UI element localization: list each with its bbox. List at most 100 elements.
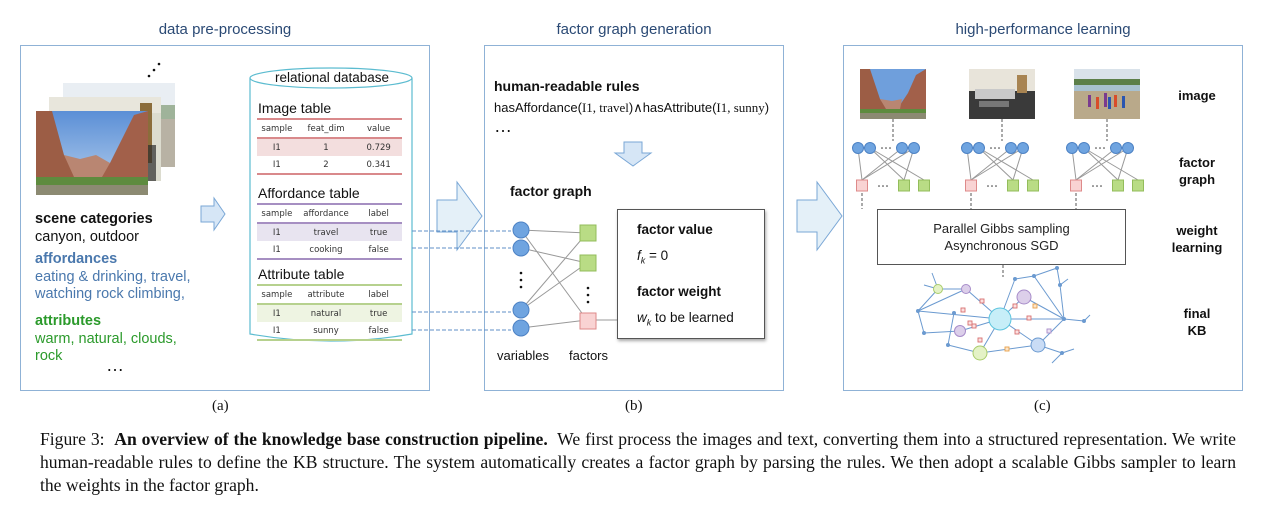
cell: cooking (309, 244, 343, 255)
table-row: I1 travel true (257, 224, 402, 241)
gibbs-sampling-box: Parallel Gibbs sampling Asynchronous SGD (877, 209, 1126, 265)
thumbnail-studio (969, 69, 1035, 119)
cell: false (368, 325, 389, 336)
rule-func-2: )∧hasAttribute( (628, 100, 717, 115)
mini-variable-node (973, 142, 985, 154)
factor-value-heading: factor value (637, 222, 713, 237)
ellipsis-dot (1095, 147, 1097, 149)
mini-factor-red (1070, 179, 1082, 192)
ellipsis: … (106, 355, 124, 375)
sub-k: k (640, 255, 646, 266)
rule-func-1: hasAffordance( (494, 100, 582, 115)
ellipsis-dot (991, 185, 993, 187)
cell: I1 (272, 227, 281, 238)
factor-node-green (579, 254, 597, 272)
subfigure-label-a: (a) (212, 398, 229, 414)
kb-node-blue (1030, 337, 1046, 353)
arrow-right-large-icon (796, 180, 843, 252)
factor-node-green (579, 224, 597, 242)
ellipsis-dot (885, 147, 887, 149)
ellipsis-dot (878, 185, 880, 187)
eq-text: = 0 (645, 248, 669, 263)
factor-graph-heading: factor graph (510, 183, 592, 199)
dashed-connectors (861, 119, 1108, 209)
factor-weight-expr: wk to be learned (637, 310, 734, 328)
ellipsis-dot (1092, 185, 1094, 187)
label-line: factor (1178, 155, 1216, 170)
cell: sunny (313, 325, 339, 336)
table-header-row: sample feat_dim value (257, 120, 402, 137)
rule-func-3: ) (764, 100, 770, 115)
mini-edge (861, 147, 915, 181)
row-label-weight-learning: weight learning (1162, 222, 1232, 256)
kb-node-purple (961, 284, 971, 294)
mini-variable-node (1078, 142, 1090, 154)
rules-ellipsis: … (494, 116, 512, 136)
mini-factor-green (1027, 179, 1039, 192)
cell: natural (310, 308, 342, 319)
cell: 2 (323, 159, 329, 170)
scene-categories-text: canyon, outdoor (35, 229, 139, 245)
ellipsis-dot (994, 147, 996, 149)
label-line: KB (1187, 323, 1207, 338)
header-cell: feat_dim (307, 123, 345, 134)
rule-text: hasAffordance(I1, travel)∧hasAttribute(I… (494, 100, 769, 116)
image-table: sample feat_dim value I1 1 0.729 I1 2 0.… (257, 118, 402, 175)
photo-front-canyon (36, 111, 148, 195)
ellipsis-dot (998, 147, 1000, 149)
variable-ellipsis (519, 271, 523, 289)
kb-node-cyan (988, 307, 1012, 331)
mini-edge (1075, 147, 1117, 181)
gibbs-line-1: Parallel Gibbs sampling (933, 221, 1070, 236)
mini-factor-green (1007, 179, 1019, 192)
attributes-text-2: rock (35, 348, 63, 364)
kb-node-purple (954, 325, 966, 337)
cell: true (369, 227, 388, 238)
variable-node (512, 301, 530, 319)
cell: I1 (272, 325, 281, 336)
thumbnail-canyon (860, 69, 926, 119)
arrow-down-icon (613, 141, 653, 167)
ellipsis-dot (1103, 147, 1105, 149)
image-stack (36, 62, 175, 195)
ellipsis-dot (987, 185, 989, 187)
var-w: w (637, 310, 647, 325)
kb-node-green (972, 345, 988, 361)
mini-factor-graph-instance (1066, 142, 1144, 192)
variable-node (512, 239, 530, 257)
subfigure-label-b: (b) (625, 398, 643, 414)
arrow-right-icon (200, 196, 226, 232)
row-label-image: image (1178, 88, 1216, 103)
mini-variable-node (1110, 142, 1122, 154)
factor-node-red (579, 312, 597, 330)
label-line: learning (1171, 240, 1223, 255)
rule-args-2: I1, sunny (716, 100, 765, 115)
cell: false (368, 244, 389, 255)
rules-heading: human-readable rules (494, 78, 640, 94)
cell: I1 (272, 159, 281, 170)
caption-body: We first process the images and text, co… (40, 429, 1241, 495)
mini-factor-green (1132, 179, 1144, 192)
cell: 0.729 (366, 142, 391, 153)
ellipsis-dot (1100, 185, 1102, 187)
row-label-factor-graph: factor graph (1162, 154, 1232, 188)
var-f: f (637, 248, 641, 263)
table-row: I1 cooking false (257, 241, 402, 258)
attribute-table: sample attribute label I1 natural true I… (257, 284, 402, 341)
factor-graph-diagram (412, 221, 618, 337)
mini-edge (978, 147, 1034, 181)
mini-edge (1083, 147, 1119, 181)
variable-node (512, 319, 530, 337)
mini-variable-node (961, 142, 973, 154)
scene-categories-heading: scene categories (35, 211, 153, 227)
affordances-text-1: eating & drinking, travel, (35, 269, 191, 285)
mini-factor-graphs (852, 119, 1144, 209)
label-line: weight (1176, 223, 1218, 238)
ellipsis-dot (881, 147, 883, 149)
kb-small-nodes (916, 266, 1086, 355)
factor-edges (520, 229, 618, 329)
kb-node-green (933, 284, 943, 294)
table-header-row: sample affordance label (257, 205, 402, 222)
figure-caption: Figure 3: An overview of the knowledge b… (40, 428, 1236, 497)
sub-k: k (646, 317, 652, 328)
